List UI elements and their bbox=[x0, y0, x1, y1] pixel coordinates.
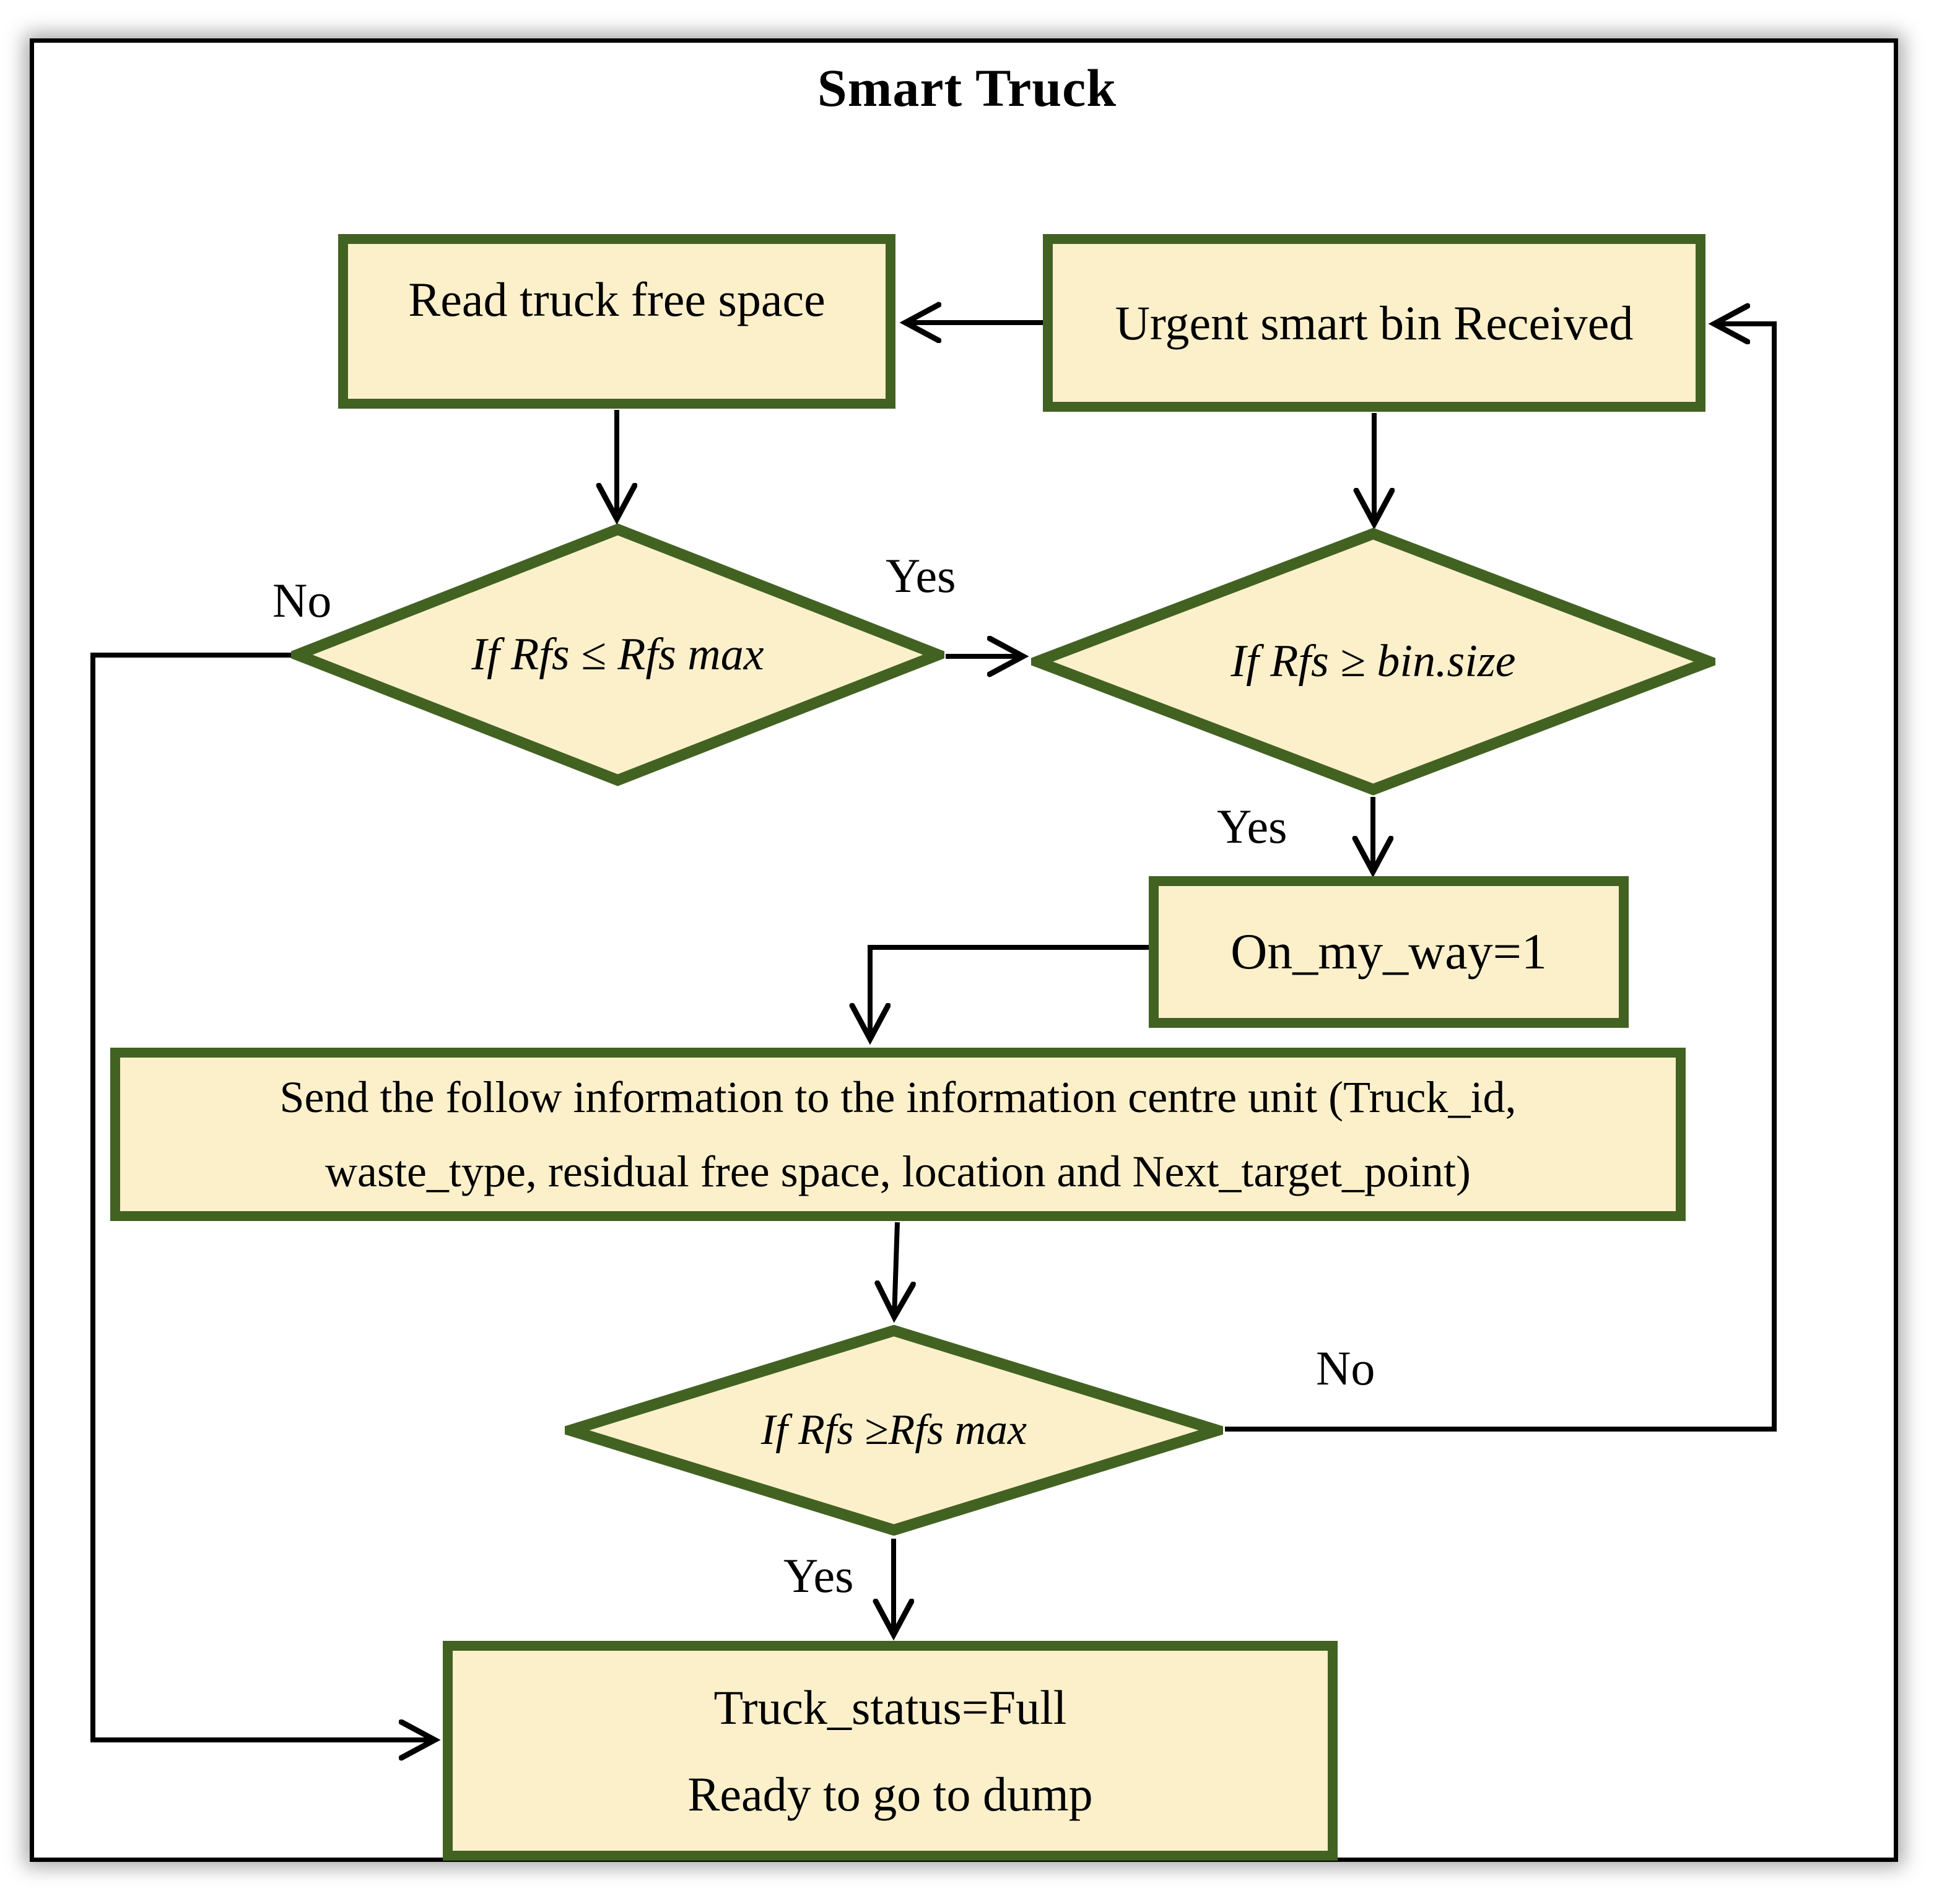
node-urgent-smart-bin-received: Urgent smart bin Received bbox=[1043, 234, 1705, 412]
edge-onmyway-to-send bbox=[870, 945, 1149, 1039]
node-truck-status-line2: Ready to go to dump bbox=[687, 1767, 1093, 1821]
node-read-truck-label: Read truck free space bbox=[408, 272, 825, 327]
edge-label-binsize-yes: Yes bbox=[1217, 799, 1287, 853]
node-send-information: Send the follow information to the infor… bbox=[110, 1048, 1686, 1221]
node-on-my-way: On_my_way=1 bbox=[1149, 876, 1629, 1028]
edge-label-capacity-yes: Yes bbox=[886, 549, 956, 602]
decision-rfs-ge-binsize: If Rfs ≥ bin.size bbox=[1031, 528, 1715, 796]
decision-rfs-ge-binsize-label: If Rfs ≥ bin.size bbox=[1231, 636, 1516, 687]
decision-rfs-le-rfsmax-label: If Rfs ≤ Rfs max bbox=[471, 629, 764, 680]
node-read-truck-free-space: Read truck free space bbox=[338, 234, 895, 409]
edge-capacity-no-to-truckfull bbox=[90, 653, 435, 1740]
edge-label-capacity-no: No bbox=[272, 573, 332, 627]
decision-rfs-ge-rfsmax-label: If Rfs ≥Rfs max bbox=[760, 1406, 1027, 1454]
decision-rfs-le-rfsmax-shape bbox=[291, 523, 944, 786]
node-send-information-line2: waste_type, residual free space, locatio… bbox=[325, 1147, 1471, 1196]
node-truck-status-line1: Truck_status=Full bbox=[713, 1680, 1067, 1734]
edge-label-truckfull-yes: Yes bbox=[783, 1549, 854, 1602]
diagram-title: Smart Truck bbox=[817, 58, 1117, 118]
node-on-my-way-label: On_my_way=1 bbox=[1231, 923, 1547, 980]
decision-rfs-ge-rfsmax-shape bbox=[565, 1325, 1223, 1536]
edge-send-to-condfull bbox=[894, 1222, 897, 1317]
node-truck-status-full: Truck_status=Full Ready to go to dump bbox=[443, 1641, 1338, 1861]
node-send-information-line1: Send the follow information to the infor… bbox=[279, 1072, 1517, 1122]
node-urgent-bin-label: Urgent smart bin Received bbox=[1115, 295, 1634, 350]
edge-condfull-no-to-urgent bbox=[1225, 324, 1777, 1432]
decision-rfs-ge-rfsmax: If Rfs ≥Rfs max bbox=[565, 1325, 1223, 1536]
decision-rfs-le-rfsmax: If Rfs ≤ Rfs max bbox=[291, 523, 944, 786]
edge-label-truckfull-no: No bbox=[1316, 1341, 1375, 1395]
decision-rfs-ge-binsize-shape bbox=[1031, 528, 1715, 796]
